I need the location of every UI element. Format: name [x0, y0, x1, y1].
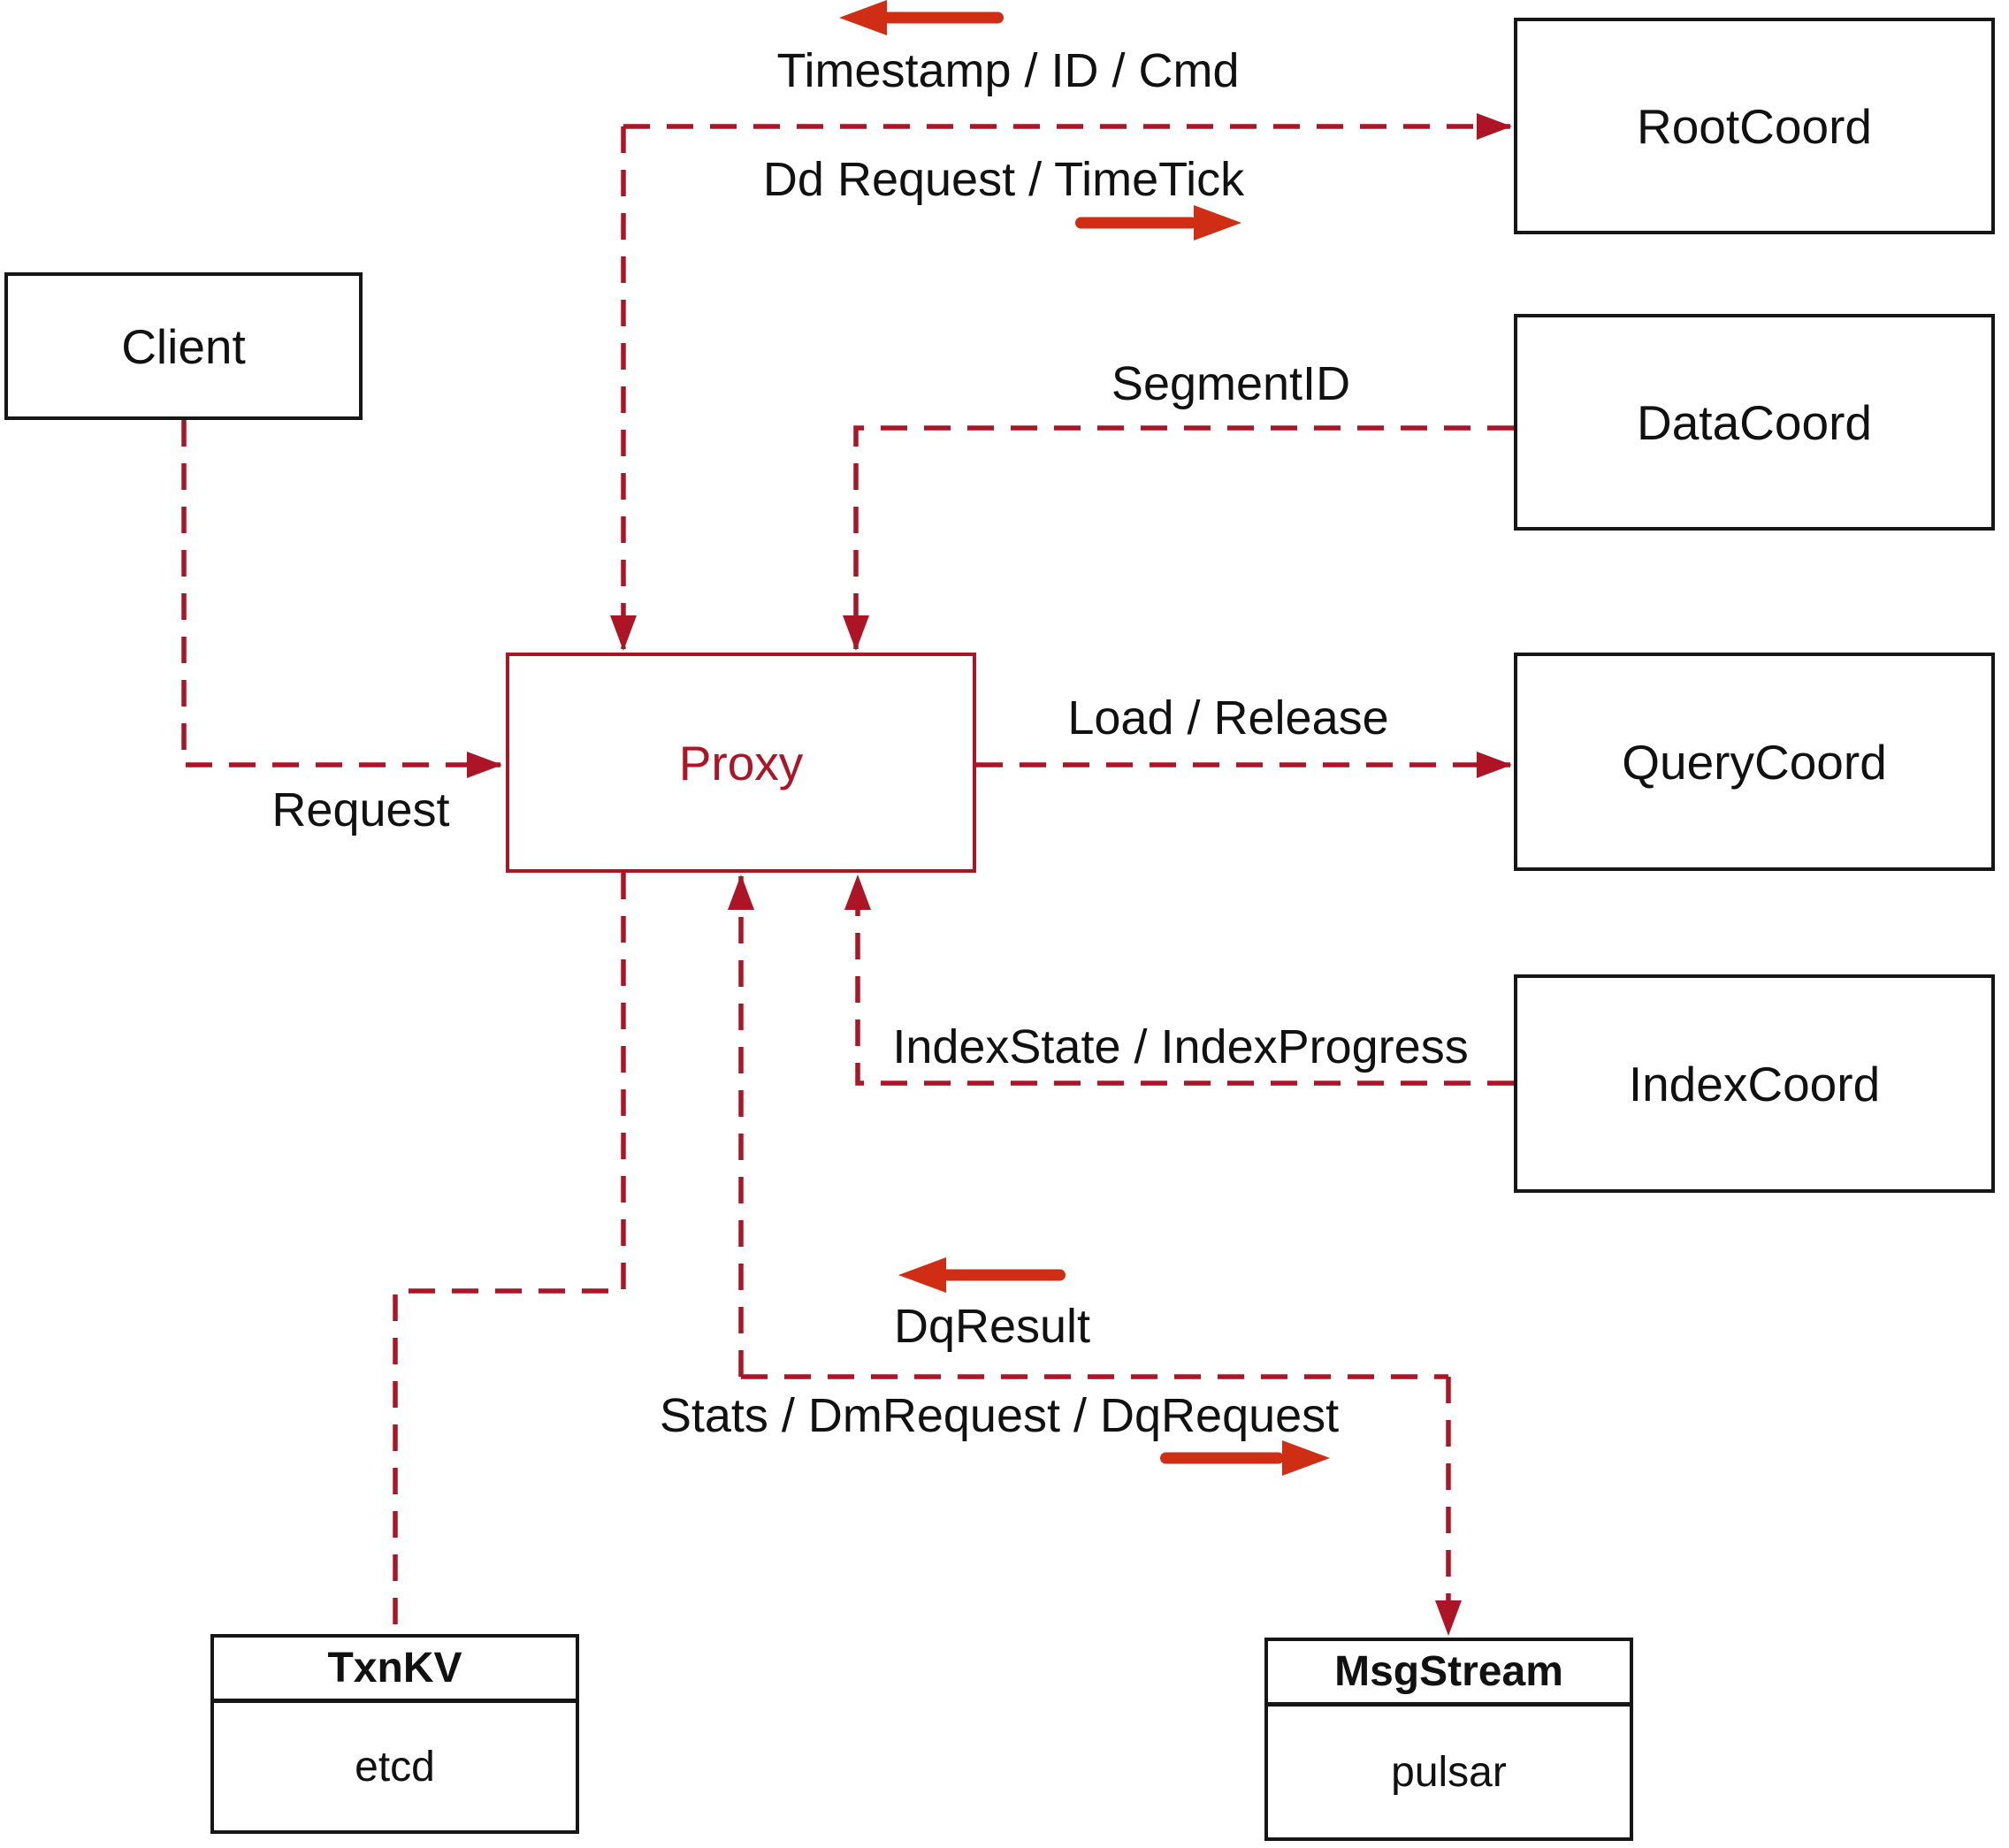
label-timestamp-id-cmd: Timestamp / ID / Cmd [776, 44, 1240, 97]
indexcoord-label: IndexCoord [1628, 1056, 1881, 1111]
client-label: Client [121, 318, 246, 374]
msgstream-impl: pulsar [1391, 1748, 1507, 1796]
arrow-right-icon [1075, 205, 1241, 241]
arrow-left-icon [839, 0, 1004, 35]
client-box: Client [4, 272, 363, 420]
msgstream-box: MsgStream pulsar [1264, 1638, 1633, 1841]
connector-indexcoord-proxy [844, 874, 1514, 1086]
label-dd-request-timetick: Dd Request / TimeTick [762, 153, 1245, 206]
label-index-state-progress: IndexState / IndexProgress [892, 1020, 1469, 1073]
txnkv-impl: etcd [355, 1743, 435, 1791]
datacoord-box: DataCoord [1514, 314, 1995, 531]
msgstream-title: MsgStream [1268, 1641, 1630, 1707]
datacoord-label: DataCoord [1637, 394, 1872, 450]
connector-datacoord-proxy [843, 425, 1514, 651]
indexcoord-box: IndexCoord [1514, 974, 1995, 1193]
querycoord-label: QueryCoord [1622, 734, 1887, 790]
label-load-release: Load / Release [1067, 691, 1389, 745]
arrow-left-icon [898, 1257, 1066, 1293]
proxy-label: Proxy [678, 735, 804, 790]
connector-proxy-txnkv [393, 873, 626, 1632]
arrow-right-icon [1160, 1440, 1330, 1476]
proxy-box: Proxy [506, 653, 976, 873]
rootcoord-label: RootCoord [1637, 98, 1872, 154]
label-dq-result: DqResult [893, 1300, 1091, 1353]
connector-client-proxy [181, 420, 502, 778]
label-segment-id: SegmentID [1111, 357, 1351, 410]
label-request: Request [271, 783, 450, 836]
rootcoord-box: RootCoord [1514, 18, 1995, 234]
label-stats-dm-dq-request: Stats / DmRequest / DqRequest [659, 1389, 1340, 1442]
querycoord-box: QueryCoord [1514, 653, 1995, 871]
txnkv-box: TxnKV etcd [210, 1634, 579, 1834]
txnkv-title: TxnKV [214, 1638, 576, 1703]
